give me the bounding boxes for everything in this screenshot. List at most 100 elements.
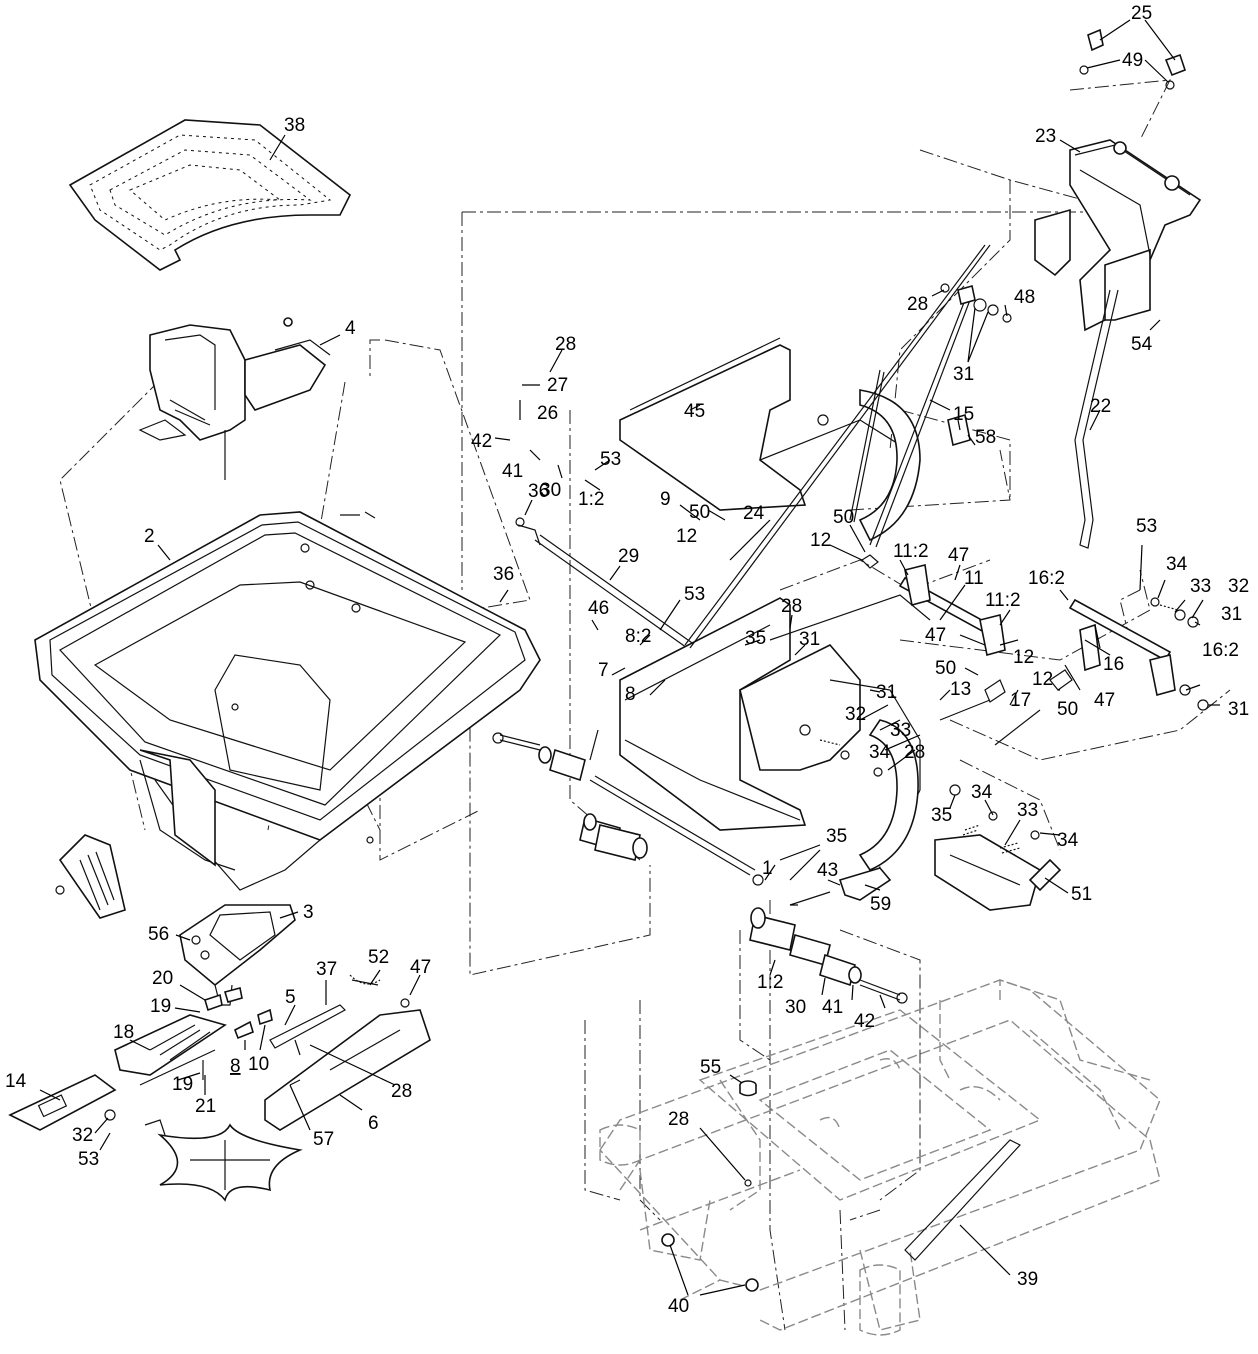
callout-19b: 19 (172, 1074, 193, 1095)
callout-59: 59 (870, 894, 891, 915)
callout-12f: 12 (1032, 669, 1053, 690)
callout-4: 4 (345, 318, 356, 339)
callout-41b: 41 (822, 997, 843, 1018)
callout-31c: 31 (876, 682, 897, 703)
rod-15 (869, 299, 971, 548)
motor-assembly-4 (138, 317, 331, 480)
callout-31b: 31 (953, 364, 974, 385)
callout-34c: 34 (971, 782, 993, 803)
callout-14: 14 (5, 1071, 27, 1092)
callout-27: 27 (547, 375, 568, 396)
callout-28d: 28 (668, 1109, 689, 1130)
callout-39: 39 (1017, 1269, 1038, 1290)
callout-31e: 31 (1228, 699, 1249, 720)
callout-12a: 1:2 (578, 489, 604, 510)
nut-35-c (949, 784, 961, 796)
callout-17: 17 (1010, 690, 1031, 711)
spinner-disc (144, 1119, 303, 1202)
callout-56: 56 (148, 924, 169, 945)
gate-bracket-3 (179, 904, 296, 1006)
callout-40: 40 (668, 1296, 689, 1317)
callout-1: 1 (762, 858, 773, 879)
callout-37: 37 (316, 959, 337, 980)
callout-28a: 28 (391, 1081, 412, 1102)
callout-53a: 53 (78, 1149, 99, 1170)
callout-32c: 32 (1228, 576, 1249, 597)
callout-12e: 12 (1013, 647, 1034, 668)
callout-36b: 36 (493, 564, 514, 585)
spring-stack-mid (799, 724, 883, 777)
callout-18: 18 (113, 1022, 134, 1043)
callout-30b: 30 (785, 997, 806, 1018)
rod-24 (684, 244, 991, 649)
callout-38: 38 (284, 115, 305, 136)
pedal-51 (934, 834, 1062, 911)
gate-mechanism (234, 974, 431, 1131)
callout-82a: 8:2 (625, 626, 651, 647)
callout-9: 9 (660, 489, 671, 510)
mower-frame (599, 979, 1161, 1336)
lift-lever-39 (904, 1139, 1021, 1261)
plate-58 (947, 413, 971, 447)
lift-arm (619, 337, 921, 542)
callout-162b: 16:2 (1202, 640, 1239, 661)
bracket-59 (838, 867, 892, 901)
callout-47b: 47 (948, 545, 969, 566)
callout-47a: 47 (410, 957, 431, 978)
pivot-hardware-left (492, 732, 648, 861)
callout-35c: 35 (931, 805, 952, 826)
rod-43 (789, 891, 831, 906)
callout-46: 46 (588, 598, 609, 619)
callout-12c: 1:2 (757, 972, 783, 993)
callout-53c: 53 (600, 449, 621, 470)
callout-47d: 47 (1094, 690, 1115, 711)
callout-34a: 34 (869, 742, 891, 763)
shaft-16 (1068, 598, 1176, 697)
lift-bracket (619, 397, 931, 872)
callout-48: 48 (1014, 287, 1035, 308)
rod-29 (515, 517, 696, 651)
callout-31d: 31 (1221, 604, 1242, 625)
shaft-11 (898, 564, 1006, 657)
callout-50c: 50 (935, 658, 956, 679)
nut-50-a (752, 874, 764, 886)
links-small (861, 554, 1073, 746)
pivot-hardware-right (749, 907, 908, 1004)
callout-55: 55 (700, 1057, 721, 1078)
gate-parts-left (8, 987, 243, 1131)
callout-30a: 30 (540, 480, 561, 501)
callout-23: 23 (1035, 126, 1056, 147)
callout-33c: 33 (1017, 800, 1038, 821)
callout-50d: 50 (1057, 699, 1078, 720)
callout-7: 7 (598, 660, 609, 681)
callout-41a: 41 (502, 461, 523, 482)
callout-28c: 28 (555, 334, 576, 355)
callout-112b: 11:2 (985, 590, 1021, 611)
callout-42b: 42 (854, 1011, 875, 1032)
plug-55 (739, 1080, 757, 1097)
callout-162a: 16:2 (1028, 568, 1065, 589)
callout-42a: 42 (471, 431, 492, 452)
callout-15: 15 (953, 404, 974, 425)
callout-34d: 34 (1057, 830, 1079, 851)
callout-52: 52 (368, 947, 389, 968)
callout-6: 6 (368, 1113, 379, 1134)
leader-lines (39, 19, 1220, 1296)
callout-47c: 47 (925, 625, 946, 646)
knobs-25 (1079, 28, 1187, 90)
callout-25: 25 (1131, 3, 1152, 24)
callout-35a: 35 (745, 628, 766, 649)
callout-20: 20 (152, 968, 173, 989)
callout-43: 43 (817, 860, 838, 881)
callout-53d: 53 (1136, 516, 1157, 537)
rod-15b (849, 369, 885, 523)
bolt-hopper (340, 511, 376, 519)
callout-58: 58 (975, 427, 996, 448)
bolt-28d (744, 1179, 752, 1187)
control-tower-23 (1034, 139, 1202, 332)
side-shield (55, 834, 126, 919)
callout-28e: 28 (907, 294, 928, 315)
callout-54: 54 (1131, 334, 1153, 355)
